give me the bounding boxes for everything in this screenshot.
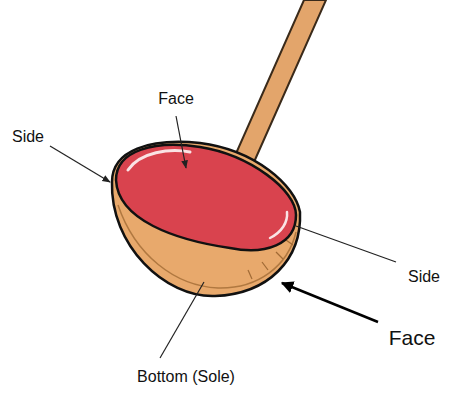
- label-holder: Side: [12, 128, 44, 146]
- mallet-body: [112, 142, 300, 296]
- label-holder: Bottom (Sole): [137, 368, 235, 386]
- leader-line: [296, 226, 396, 262]
- leader-line: [160, 282, 204, 358]
- part-label: Side: [408, 268, 440, 286]
- label-holder: Face: [158, 90, 194, 108]
- texture-stroke: [262, 262, 268, 270]
- label-holder: Face: [389, 326, 436, 349]
- leader-line: [176, 116, 186, 168]
- part-label: Face: [158, 90, 194, 108]
- leader-line: [50, 146, 110, 182]
- part-label: Face: [389, 326, 436, 349]
- mallet-face: [116, 145, 296, 250]
- face-highlight: [270, 212, 287, 238]
- part-label: Side: [12, 128, 44, 146]
- leader-arrow: [282, 283, 378, 322]
- texture-stroke: [248, 270, 252, 279]
- part-label: Bottom (Sole): [137, 368, 235, 386]
- face-highlight: [128, 151, 190, 170]
- texture-stroke: [276, 252, 283, 259]
- texture-stroke: [286, 240, 293, 245]
- label-holder: Side: [408, 268, 440, 286]
